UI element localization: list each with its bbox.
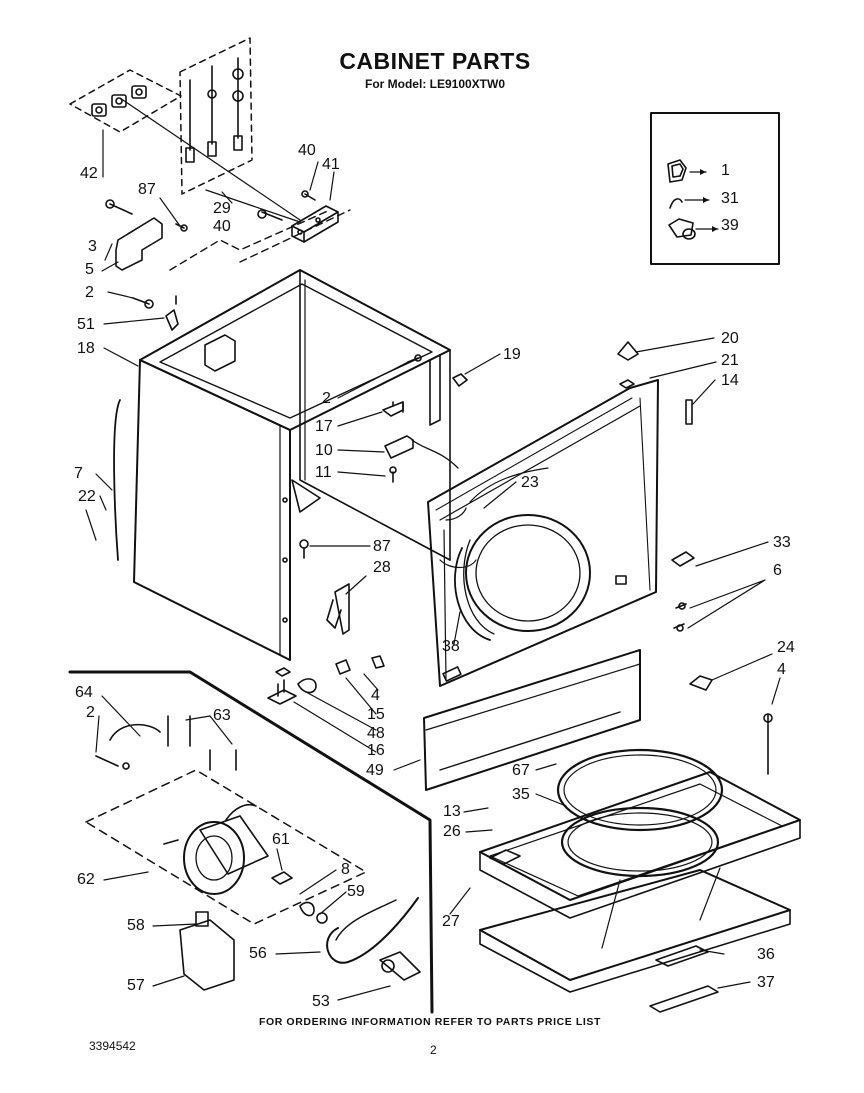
callout-58: 58 [127,917,145,934]
callout-31: 31 [721,190,739,207]
callout-63: 63 [213,707,231,724]
callout-51: 51 [77,316,95,333]
page-title: CABINET PARTS [339,48,531,74]
callout-28: 28 [373,559,391,576]
callout-6: 6 [773,562,782,579]
callout-39: 39 [721,217,739,234]
callout-4: 4 [777,661,786,678]
cabinet-body [113,269,451,661]
callout-14: 14 [721,372,739,389]
callout-26: 26 [443,823,461,840]
callout-8: 8 [341,861,350,878]
callout-16: 16 [367,742,385,759]
callout-22: 22 [78,488,96,505]
callout-24: 24 [777,639,795,656]
top-bracket [105,199,188,271]
callout-48: 48 [367,725,385,742]
callout-10: 10 [315,442,333,459]
callout-57: 57 [127,977,145,994]
callout-35: 35 [512,786,530,803]
front-panel-fasteners [671,551,773,775]
front-panel [427,341,693,687]
callout-15: 15 [367,706,385,723]
callout-2: 2 [86,704,95,721]
terminal-block [257,190,339,243]
callout-33: 33 [773,534,791,551]
wire-harness-group [179,37,253,195]
callout-67: 67 [512,762,530,779]
callout-19: 19 [503,346,521,363]
toe-panel [423,649,641,791]
page-number: 2 [430,1043,437,1057]
callout-64: 64 [75,684,93,701]
callout-2: 2 [85,284,94,301]
callout-53: 53 [312,993,330,1010]
callout-20: 20 [721,330,739,347]
callout-59: 59 [347,883,365,900]
model-subtitle: For Model: LE9100XTW0 [364,77,506,91]
motor-assembly [85,715,421,991]
callout-87: 87 [138,181,156,198]
terminal-nuts-group [69,69,182,133]
callout-29: 29 [213,200,231,217]
callout-21: 21 [721,352,739,369]
door-switch-parts [382,354,468,483]
callout-61: 61 [272,831,290,848]
callout-42: 42 [80,165,98,182]
callout-13: 13 [443,803,461,820]
callout-27: 27 [442,913,460,930]
callout-40: 40 [298,142,316,159]
ordering-note: FOR ORDERING INFORMATION REFER TO PARTS … [258,1016,602,1028]
callout-3: 3 [88,238,97,255]
callout-49: 49 [366,762,384,779]
callout-87: 87 [373,538,391,555]
callout-37: 37 [757,974,775,991]
callout-62: 62 [77,871,95,888]
document-number: 3394542 [89,1039,136,1053]
callout-1: 1 [721,162,730,179]
leader-lines [85,129,781,1001]
callout-7: 7 [74,465,83,482]
callout-36: 36 [757,946,775,963]
left-fasteners [132,295,179,331]
base-assembly [479,748,801,1013]
inset-small-parts-box [650,112,780,265]
callout-56: 56 [249,945,267,962]
callout-40: 40 [213,218,231,235]
callout-23: 23 [521,474,539,491]
callout-17: 17 [315,418,333,435]
lower-cabinet-parts [267,539,385,705]
callout-18: 18 [77,340,95,357]
callout-5: 5 [85,261,94,278]
callout-11: 11 [315,464,332,481]
callout-41: 41 [322,156,340,173]
callout-2: 2 [322,390,331,407]
callout-4: 4 [371,687,380,704]
callout-38: 38 [442,638,460,655]
